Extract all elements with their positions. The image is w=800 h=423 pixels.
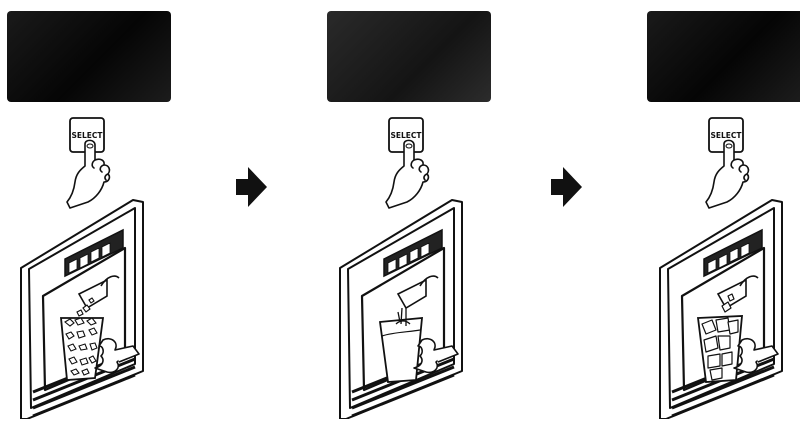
next-step-arrow-1 bbox=[234, 166, 268, 208]
display-screen-step-3 bbox=[647, 11, 800, 102]
ice-dispenser-icon bbox=[642, 196, 800, 419]
ice-dispenser-icon bbox=[3, 196, 153, 419]
select-button-label: SELECT bbox=[390, 131, 422, 140]
cubed-ice-dispenser-step-3 bbox=[642, 196, 800, 419]
water-dispenser-step-2 bbox=[322, 196, 472, 419]
next-arrow-icon bbox=[549, 166, 583, 208]
select-button-label: SELECT bbox=[710, 131, 742, 140]
ice-dispenser-icon bbox=[322, 196, 472, 419]
next-arrow-icon bbox=[234, 166, 268, 208]
next-step-arrow-2 bbox=[549, 166, 583, 208]
display-screen-step-2 bbox=[327, 11, 491, 102]
ice-dispenser-step-1 bbox=[3, 196, 153, 419]
display-screen-step-1 bbox=[7, 11, 171, 102]
select-button-label: SELECT bbox=[71, 131, 103, 140]
